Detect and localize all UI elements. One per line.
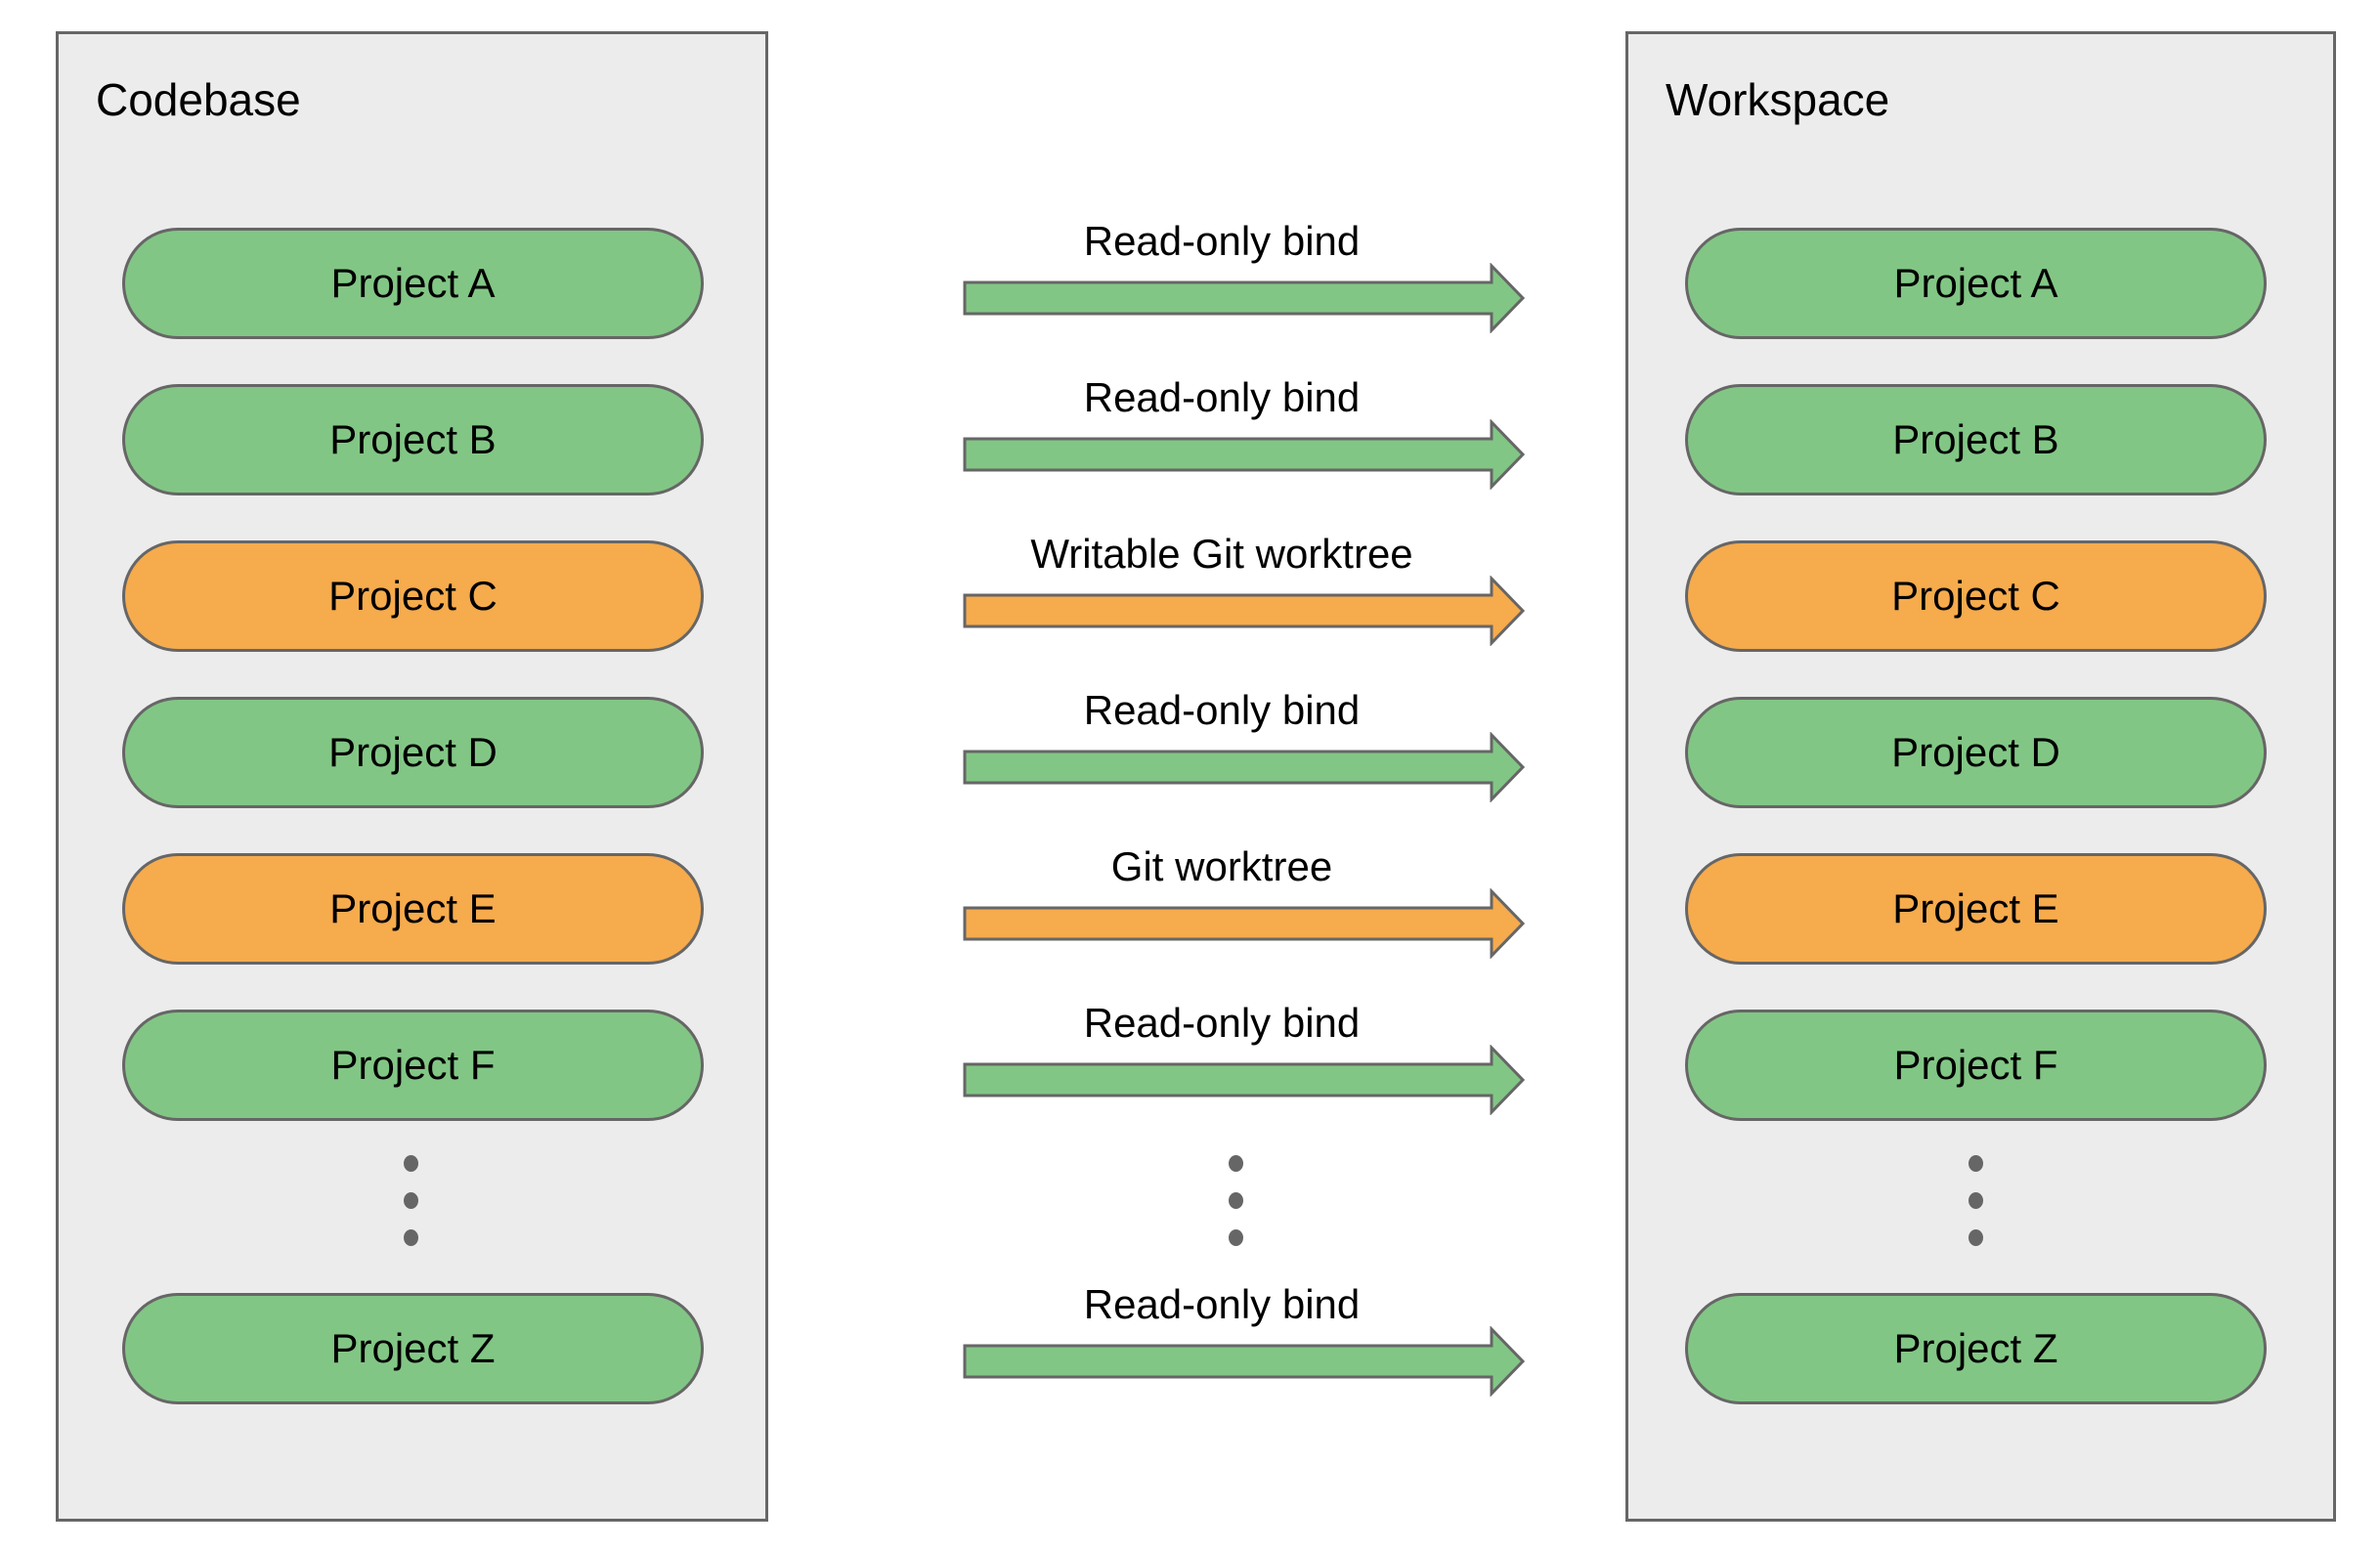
workspace-project-pill: Project Z — [1685, 1293, 2267, 1404]
dot — [1969, 1155, 1983, 1172]
codebase-project-pill: Project E — [122, 853, 704, 965]
dot — [1229, 1155, 1243, 1172]
codebase-panel-title: Codebase — [96, 74, 301, 125]
vertical-ellipsis-icon — [1969, 1155, 1983, 1246]
right-arrow-icon — [963, 888, 1526, 959]
workspace-project-pill: Project C — [1685, 540, 2267, 652]
vertical-ellipsis-icon — [1229, 1155, 1243, 1246]
arrow-label: Read-only bind — [1083, 374, 1361, 420]
workspace-panel-title: Workspace — [1666, 74, 1890, 125]
arrow-label: Read-only bind — [1083, 687, 1361, 733]
dot — [1969, 1229, 1983, 1246]
right-arrow-icon — [963, 1045, 1526, 1115]
dot — [1229, 1192, 1243, 1209]
workspace-project-pill: Project F — [1685, 1010, 2267, 1121]
codebase-project-pill: Project Z — [122, 1293, 704, 1404]
arrow-label: Read-only bind — [1083, 1000, 1361, 1046]
right-arrow-icon — [963, 1326, 1526, 1397]
right-arrow-icon — [963, 732, 1526, 802]
dot — [404, 1229, 418, 1246]
workspace-project-pill: Project D — [1685, 697, 2267, 808]
vertical-ellipsis-icon — [404, 1155, 418, 1246]
arrow-label: Read-only bind — [1083, 1281, 1361, 1327]
workspace-project-pill: Project A — [1685, 228, 2267, 339]
right-arrow-icon — [963, 576, 1526, 646]
right-arrow-icon — [963, 263, 1526, 333]
dot — [1229, 1229, 1243, 1246]
codebase-project-pill: Project B — [122, 384, 704, 495]
codebase-project-pill: Project C — [122, 540, 704, 652]
dot — [404, 1192, 418, 1209]
arrow-label: Git worktree — [1110, 843, 1333, 889]
workspace-project-pill: Project E — [1685, 853, 2267, 965]
codebase-project-pill: Project F — [122, 1010, 704, 1121]
codebase-project-pill: Project D — [122, 697, 704, 808]
dot — [404, 1155, 418, 1172]
right-arrow-icon — [963, 419, 1526, 490]
workspace-project-pill: Project B — [1685, 384, 2267, 495]
arrow-label: Writable Git worktree — [1030, 531, 1413, 577]
codebase-project-pill: Project A — [122, 228, 704, 339]
arrow-label: Read-only bind — [1083, 218, 1361, 264]
dot — [1969, 1192, 1983, 1209]
